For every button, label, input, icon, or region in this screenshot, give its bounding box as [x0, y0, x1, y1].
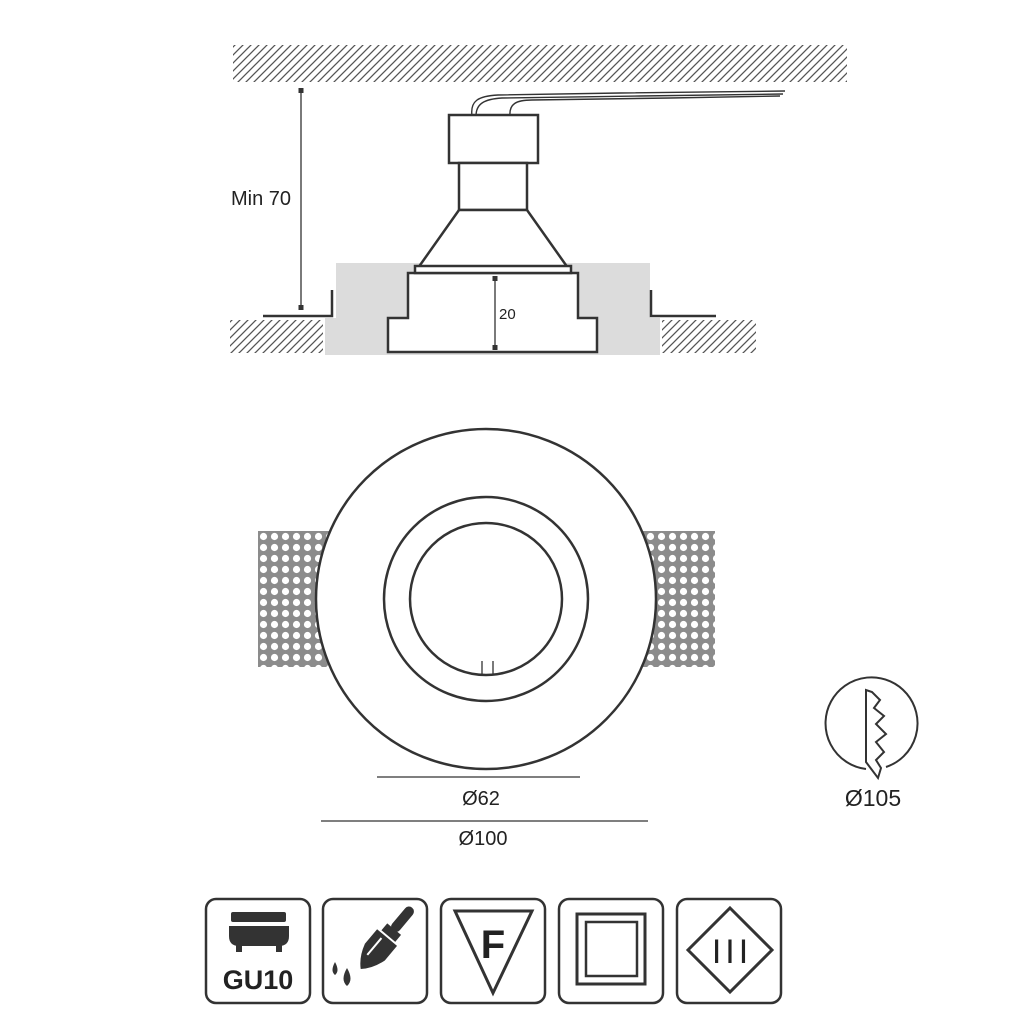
ceiling-left-hatch: [230, 320, 323, 353]
min-clearance-label: Min 70: [231, 188, 291, 210]
fixture-body: [386, 271, 599, 354]
badge-f-mark: F: [439, 897, 547, 1005]
paint-brush-icon: [332, 906, 414, 986]
badge-gu10: GU10: [204, 897, 312, 1005]
hole-saw-icon: [824, 676, 919, 781]
lamp-lip: [413, 264, 573, 275]
min-clearance-dimension: Min 70: [231, 88, 304, 310]
cutout-spec: Ø105: [824, 676, 919, 811]
outer-diameter-label: Ø100: [459, 828, 508, 850]
f-mark-triangle-icon: [452, 909, 535, 997]
ceiling-right-hatch: [662, 320, 756, 353]
badge-class-iii-label: III: [712, 933, 752, 971]
badge-class-iii: III: [675, 897, 783, 1005]
badge-double-insulation: [557, 897, 665, 1005]
lamp-socket: [447, 113, 540, 165]
ceiling-right-edge: [649, 290, 716, 318]
supply-wires: [471, 90, 786, 117]
gu10-lamp-icon: [229, 912, 289, 952]
side-view: Min 70 20: [230, 45, 847, 355]
inner-diameter-label: Ø62: [462, 788, 500, 810]
badge-f-mark-label: F: [481, 923, 505, 967]
recess-depth-label: 20: [499, 306, 516, 323]
feature-badges: GU10 F: [204, 897, 783, 1005]
badge-paintable: [321, 897, 429, 1005]
cutout-diameter-label: Ø105: [845, 785, 901, 811]
double-square-icon: [575, 912, 647, 986]
lamp-reflector: [415, 208, 571, 270]
inner-opening-circle: [408, 521, 564, 677]
recess-depth-dimension: 20: [492, 276, 516, 350]
ceiling-left-edge: [263, 290, 334, 318]
badge-gu10-label: GU10: [223, 965, 294, 995]
lamp-neck: [457, 161, 529, 212]
ceiling-slab-hatch: [233, 45, 847, 82]
top-view: Ø62 Ø100: [258, 427, 715, 850]
class-iii-diamond-icon: [685, 905, 775, 995]
